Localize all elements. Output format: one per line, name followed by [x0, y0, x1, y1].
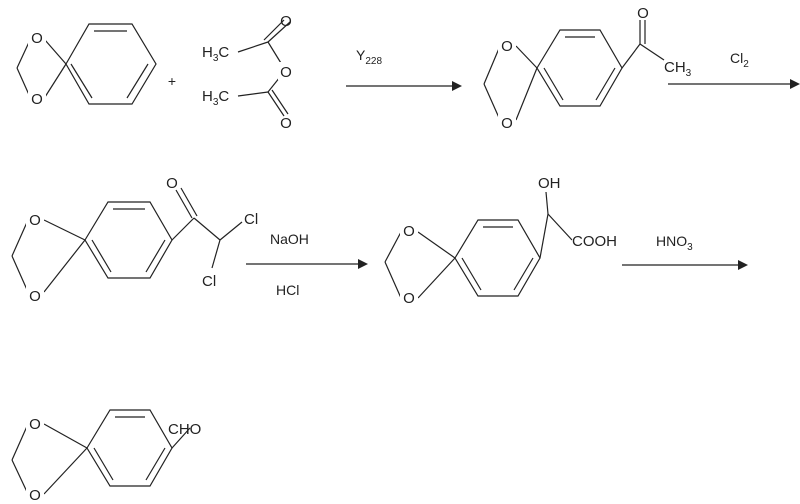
- plus-sign: +: [168, 73, 176, 89]
- catalyst-label: Y228: [356, 47, 382, 67]
- oxygen-atom-label: O: [29, 487, 41, 504]
- oxygen-atom-label: O: [29, 212, 41, 229]
- oxygen-atom-label: O: [403, 223, 415, 240]
- hydroxyl-group-label: OH: [538, 175, 561, 192]
- oxygen-atom-label: O: [29, 288, 41, 305]
- oxygen-atom-label: O: [501, 115, 513, 132]
- oxygen-atom-label: O: [403, 290, 415, 307]
- reaction-arrow-step-2: Cl2: [668, 50, 800, 89]
- methyl-group-label: H3C: [202, 44, 229, 64]
- chlorine-atom-label: Cl: [244, 211, 258, 228]
- reagent-label: NaOH: [270, 231, 309, 247]
- reaction-arrow-step-1: Y228: [346, 47, 462, 91]
- aldehyde-group-label: CHO: [168, 421, 201, 438]
- reaction-arrow-step-3: NaOH HCl: [246, 231, 368, 298]
- reagent-label: Cl2: [730, 50, 749, 70]
- oxygen-atom-label: O: [31, 91, 43, 108]
- methyl-group-label: H3C: [202, 88, 229, 108]
- oxygen-atom-label: O: [280, 13, 292, 30]
- oxygen-atom-label: O: [31, 30, 43, 47]
- reagent-label: HCl: [276, 282, 299, 298]
- dichloroacetyl-benzodioxole-structure: O O O Cl Cl: [11, 175, 258, 305]
- oxygen-atom-label: O: [166, 175, 178, 192]
- oxygen-atom-label: O: [637, 5, 649, 22]
- oxygen-atom-label: O: [280, 64, 292, 81]
- reaction-arrow-step-4: HNO3: [622, 233, 748, 270]
- methylenedioxyacetophenone-structure: O O O CH3: [483, 5, 692, 132]
- methylenedioxymandelic-acid-structure: O O OH COOH: [384, 175, 617, 307]
- carboxyl-group-label: COOH: [572, 233, 617, 250]
- benzodioxole-structure: O O: [16, 23, 157, 108]
- methyl-group-label: CH3: [664, 59, 692, 79]
- chlorine-atom-label: Cl: [202, 273, 216, 290]
- reagent-label: HNO3: [656, 233, 693, 253]
- acetic-anhydride-structure: O O O H3C H3C: [202, 13, 294, 132]
- oxygen-atom-label: O: [29, 416, 41, 433]
- oxygen-atom-label: O: [280, 115, 292, 132]
- piperonal-structure: O O CHO: [11, 409, 201, 504]
- oxygen-atom-label: O: [501, 38, 513, 55]
